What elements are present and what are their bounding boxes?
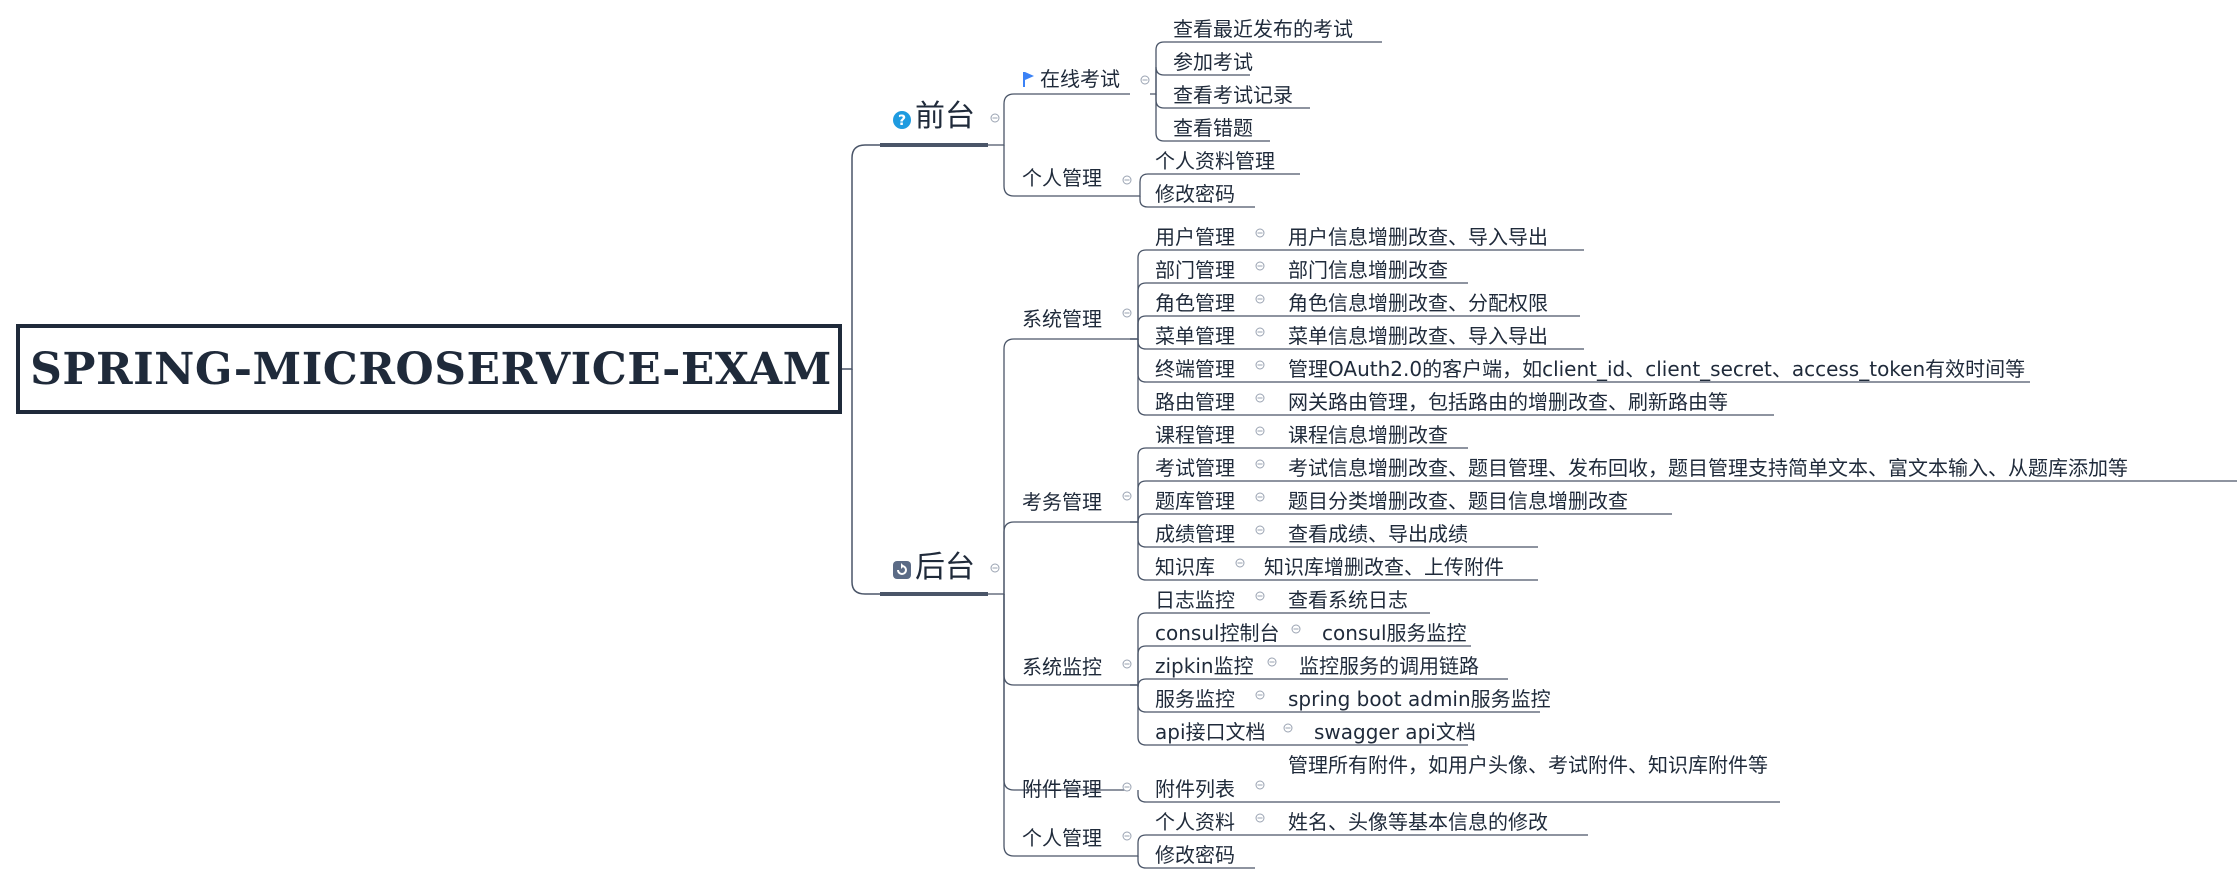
node-system-mgmt[interactable]: 系统管理	[1022, 307, 1102, 331]
leaf-attachment-list-desc[interactable]: 管理所有附件，如用户头像、考试附件、知识库附件等	[1288, 753, 1768, 777]
connector-line	[1130, 480, 2237, 523]
connector-line	[1150, 41, 1382, 95]
leaf-service-monitor-desc[interactable]: spring boot admin服务监控	[1288, 687, 1551, 711]
connector-line	[842, 144, 880, 370]
connector-line	[1155, 66, 1250, 94]
connector-line	[1130, 678, 1508, 688]
node-back[interactable]: 后台	[915, 550, 975, 585]
node-client-mgmt[interactable]: 终端管理	[1155, 357, 1235, 381]
leaf-consul-desc[interactable]: consul服务监控	[1322, 621, 1467, 645]
node-attachment-mgmt[interactable]: 附件管理	[1022, 777, 1102, 801]
node-exam-mgmt[interactable]: 考务管理	[1022, 490, 1102, 514]
leaf-front-personal-2[interactable]: 修改密码	[1155, 182, 1235, 206]
root-node-title: SPRING-MICROSERVICE-EXAM	[30, 343, 832, 395]
node-front-personal[interactable]: 个人管理	[1022, 166, 1102, 190]
leaf-exam-admin-desc[interactable]: 考试信息增删改查、题目管理、发布回收，题目管理支持简单文本、富文本输入、从题库添…	[1288, 456, 2128, 480]
refresh-icon	[892, 560, 912, 584]
connector-line	[1155, 94, 1270, 142]
node-score-mgmt[interactable]: 成绩管理	[1155, 522, 1235, 546]
connector-line	[988, 93, 1130, 146]
node-menu-mgmt[interactable]: 菜单管理	[1155, 324, 1235, 348]
node-log-monitor[interactable]: 日志监控	[1155, 588, 1235, 612]
node-consul[interactable]: consul控制台	[1155, 621, 1280, 645]
node-back-password[interactable]: 修改密码	[1155, 843, 1235, 867]
connector-line	[1137, 339, 1774, 416]
leaf-user-mgmt-desc[interactable]: 用户信息增删改查、导入导出	[1288, 225, 1548, 249]
connector-line	[1130, 315, 1580, 340]
node-front[interactable]: 前台	[915, 99, 975, 134]
leaf-knowledge-base-desc[interactable]: 知识库增删改查、上传附件	[1264, 555, 1504, 579]
node-back-profile[interactable]: 个人资料	[1155, 810, 1235, 834]
connector-line	[1130, 834, 1588, 857]
leaf-front-personal-1[interactable]: 个人资料管理	[1155, 149, 1275, 173]
root-node-frame[interactable]	[16, 324, 842, 414]
node-course-mgmt[interactable]: 课程管理	[1155, 423, 1235, 447]
leaf-log-monitor-desc[interactable]: 查看系统日志	[1288, 588, 1408, 612]
connector-line	[1130, 447, 1468, 523]
node-user-mgmt[interactable]: 用户管理	[1155, 225, 1235, 249]
connector-line	[1130, 249, 1584, 340]
connector-line	[1130, 513, 1672, 523]
leaf-back-profile-desc[interactable]: 姓名、头像等基本信息的修改	[1288, 810, 1548, 834]
leaf-score-mgmt-desc[interactable]: 查看成绩、导出成绩	[1288, 522, 1468, 546]
flag-icon	[1022, 70, 1036, 92]
connector-line	[1003, 594, 1130, 791]
connector-line	[1003, 145, 1130, 197]
connector-line	[1003, 594, 1130, 857]
leaf-api-docs-desc[interactable]: swagger api文档	[1314, 720, 1476, 744]
connector-line	[1139, 196, 1255, 208]
node-attachment-list[interactable]: 附件列表	[1155, 777, 1235, 801]
node-knowledge-base[interactable]: 知识库	[1155, 555, 1215, 579]
node-dept-mgmt[interactable]: 部门管理	[1155, 258, 1235, 282]
connector-line	[1137, 856, 1255, 869]
leaf-zipkin-desc[interactable]: 监控服务的调用链路	[1299, 654, 1479, 678]
leaf-route-mgmt-desc[interactable]: 网关路由管理，包括路由的增删改查、刷新路由等	[1288, 390, 1728, 414]
node-role-mgmt[interactable]: 角色管理	[1155, 291, 1235, 315]
svg-text:?: ?	[898, 113, 906, 129]
leaf-dept-mgmt-desc[interactable]: 部门信息增删改查	[1288, 258, 1448, 282]
connector-line	[1003, 521, 1130, 594]
connector-line	[851, 369, 880, 595]
node-route-mgmt[interactable]: 路由管理	[1155, 390, 1235, 414]
leaf-online-exam-1[interactable]: 查看最近发布的考试	[1173, 17, 1353, 41]
connector-line	[1130, 645, 1471, 686]
leaf-role-mgmt-desc[interactable]: 角色信息增删改查、分配权限	[1288, 291, 1548, 315]
node-online-exam[interactable]: 在线考试	[1040, 67, 1120, 91]
leaf-question-bank-desc[interactable]: 题目分类增删改查、题目信息增删改查	[1288, 489, 1628, 513]
node-exam-admin[interactable]: 考试管理	[1155, 456, 1235, 480]
connector-line	[1130, 173, 1300, 197]
node-question-bank[interactable]: 题库管理	[1155, 489, 1235, 513]
node-system-monitor[interactable]: 系统监控	[1022, 655, 1102, 679]
question-icon: ?	[892, 110, 912, 134]
connector-line	[1130, 612, 1430, 686]
leaf-client-mgmt-desc[interactable]: 管理OAuth2.0的客户端，如client_id、client_secret、…	[1288, 357, 2026, 381]
connector-line	[988, 338, 1130, 595]
leaf-online-exam-4[interactable]: 查看错题	[1173, 116, 1253, 140]
leaf-course-mgmt-desc[interactable]: 课程信息增删改查	[1288, 423, 1448, 447]
node-service-monitor[interactable]: 服务监控	[1155, 687, 1235, 711]
connector-line	[1137, 790, 1780, 803]
connector-line	[1130, 282, 1468, 340]
leaf-online-exam-3[interactable]: 查看考试记录	[1173, 83, 1293, 107]
node-zipkin[interactable]: zipkin监控	[1155, 654, 1254, 678]
node-api-docs[interactable]: api接口文档	[1155, 720, 1266, 744]
leaf-menu-mgmt-desc[interactable]: 菜单信息增删改查、导入导出	[1288, 324, 1548, 348]
node-back-personal[interactable]: 个人管理	[1022, 826, 1102, 850]
connector-line	[1137, 522, 1538, 581]
connector-line	[1137, 685, 1468, 746]
leaf-online-exam-2[interactable]: 参加考试	[1173, 50, 1253, 74]
